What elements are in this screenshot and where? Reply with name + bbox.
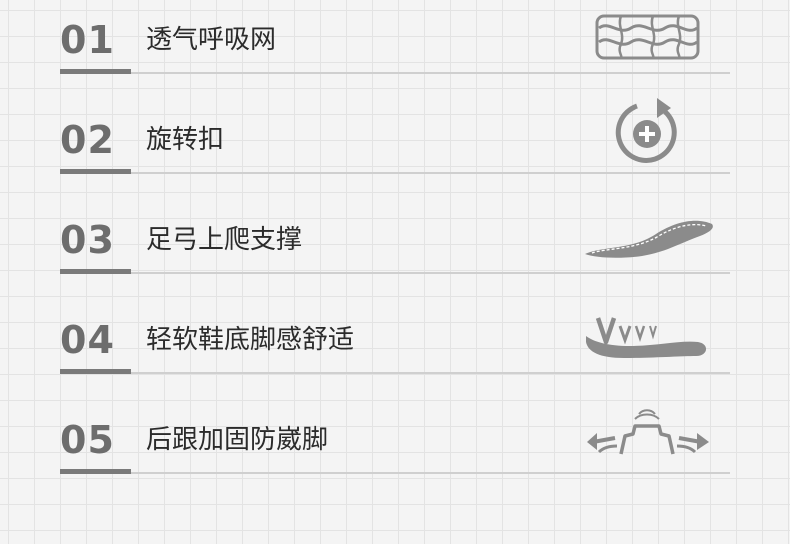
feature-divider: [131, 372, 730, 374]
rotate-plus-icon: [613, 94, 685, 168]
feature-number: 05: [60, 418, 115, 462]
soft-sole-icon: [584, 312, 710, 362]
feature-underline-accent: [60, 269, 131, 274]
feature-label: 轻软鞋底脚感舒适: [146, 325, 355, 355]
feature-number: 04: [60, 318, 115, 362]
feature-underline-accent: [60, 69, 131, 74]
mesh-pattern-icon: [595, 14, 700, 60]
feature-label: 足弓上爬支撑: [146, 225, 303, 255]
feature-label: 旋转扣: [146, 125, 225, 155]
feature-divider: [131, 72, 730, 74]
feature-divider: [131, 172, 730, 174]
feature-row-5: 05 后跟加固防崴脚: [60, 400, 730, 500]
feature-divider: [131, 272, 730, 274]
arch-insole-icon: [582, 214, 716, 260]
feature-row-3: 03 足弓上爬支撑: [60, 200, 730, 300]
feature-number: 02: [60, 118, 115, 162]
heel-stabilizer-icon: [585, 404, 711, 462]
feature-divider: [131, 472, 730, 474]
feature-row-4: 04 轻软鞋底脚感舒适: [60, 300, 730, 400]
feature-number: 01: [60, 18, 115, 62]
feature-underline-accent: [60, 169, 131, 174]
feature-row-1: 01 透气呼吸网: [60, 0, 730, 100]
feature-label: 透气呼吸网: [146, 25, 277, 55]
feature-row-2: 02 旋转扣: [60, 98, 730, 200]
feature-underline-accent: [60, 369, 131, 374]
feature-underline-accent: [60, 469, 131, 474]
feature-label: 后跟加固防崴脚: [146, 425, 329, 455]
feature-number: 03: [60, 218, 115, 262]
